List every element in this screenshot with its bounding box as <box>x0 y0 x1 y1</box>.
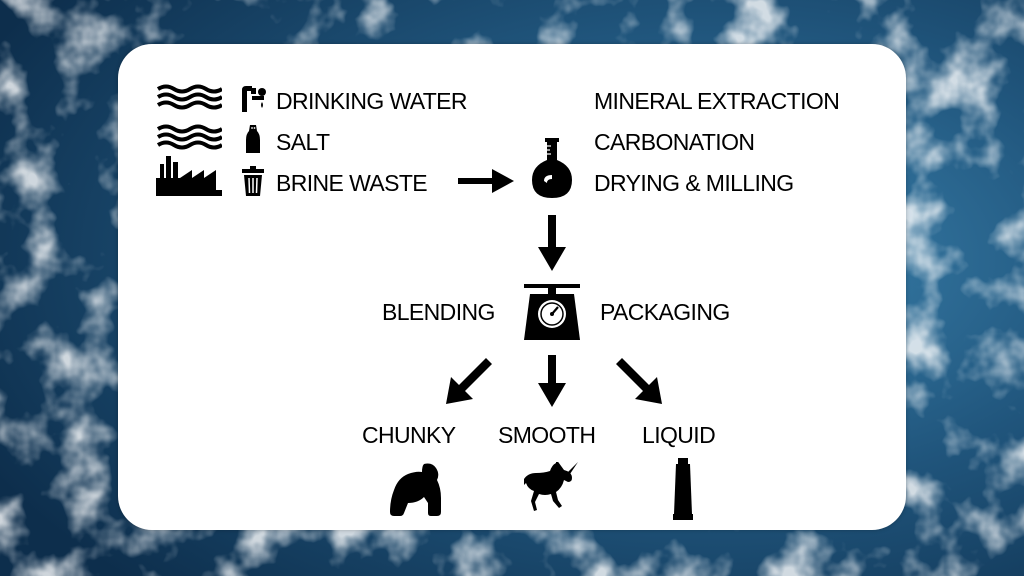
flask-icon <box>532 138 572 198</box>
drying-milling-label: DRYING & MILLING <box>594 170 794 196</box>
salt-shaker-icon <box>246 125 260 153</box>
unicorn-icon <box>524 462 578 511</box>
weighing-scale-icon <box>524 284 580 340</box>
arrow-down-right-icon <box>616 358 662 404</box>
water-tap-icon <box>242 86 266 112</box>
liquid-label: LIQUID <box>642 422 716 448</box>
chunky-label: CHUNKY <box>362 422 456 448</box>
carbonation-label: CARBONATION <box>594 129 755 155</box>
arrow-down-icon <box>538 355 566 407</box>
mineral-extraction-label: MINERAL EXTRACTION <box>594 88 840 114</box>
diagram-card: DRINKING WATER SALT BRINE WASTE MINERAL … <box>118 44 906 530</box>
salt-label: SALT <box>276 129 330 155</box>
arrow-down-left-icon <box>446 358 492 404</box>
arrow-right-icon <box>458 169 514 193</box>
drinking-water-label: DRINKING WATER <box>276 88 468 114</box>
packaging-label: PACKAGING <box>600 299 730 325</box>
brine-waste-label: BRINE WASTE <box>276 170 428 196</box>
arrow-down-icon <box>538 215 566 271</box>
gorilla-icon <box>390 463 441 516</box>
trash-can-icon <box>242 166 264 196</box>
blending-label: BLENDING <box>382 299 495 325</box>
waves-icon <box>156 124 222 150</box>
tube-icon <box>673 458 693 520</box>
smooth-label: SMOOTH <box>498 422 596 448</box>
factory-icon <box>156 156 222 196</box>
waves-icon <box>156 84 222 110</box>
